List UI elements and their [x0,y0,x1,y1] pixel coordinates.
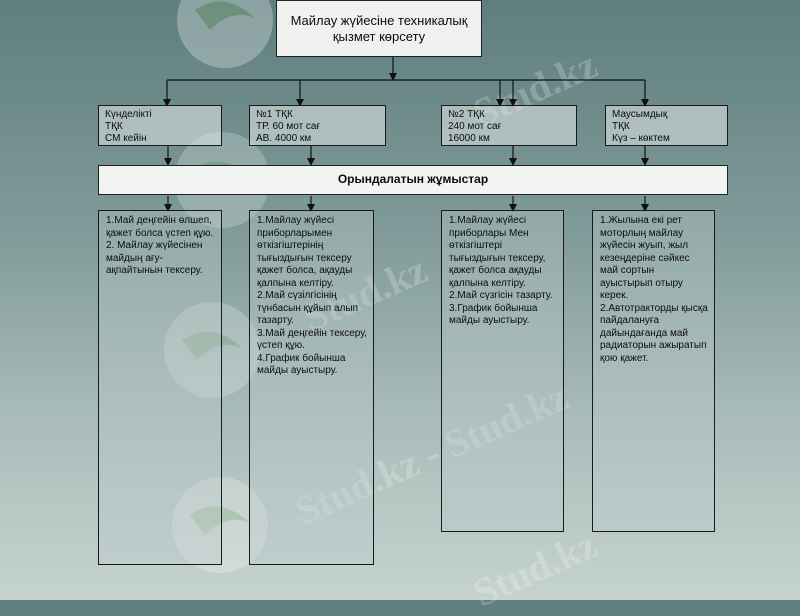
category-line: №2 ТҚК [448,109,485,120]
works-banner: Орындалатын жұмыстар [98,165,728,195]
category-line: АВ. 4000 км [256,133,312,144]
work-item: 1.Жылына екі рет моторлың майлау жүйесін… [600,215,690,301]
work-item: 2. Майлау жүйесінен майдың ағу- [106,240,203,264]
work-item: 3.График бойынша майды ауыстыру. [449,302,538,327]
works-column-daily: 1.Май деңгейін өлшеп, қажет болса үстеп … [98,210,222,565]
category-tkk2-box: №2 ТҚК 240 мот сағ 16000 км [441,105,577,146]
work-item: 2.Май сүзілгісінің түнбасын құйып алып т… [257,290,358,326]
category-line: 240 мот сағ [448,121,502,132]
diagram-title-box: Майлау жүйесіне техникалық қызмет көрсет… [276,0,482,57]
connector-lines [163,57,649,212]
work-item: 2.Май сүзгісін тазарту. [449,290,553,301]
watermark-logo-icon [172,477,268,573]
title-line-2: қызмет көрсету [332,28,426,44]
category-tkk1-box: №1 ТҚК ТР. 60 мот сағ АВ. 4000 км [249,105,386,146]
watermark-logo-icon [177,0,273,68]
category-line: СМ кейін [105,133,147,144]
category-line: ТҚК [612,121,630,132]
category-line: №1 ТҚК [256,109,293,120]
category-line: Күнделікті [105,109,152,120]
work-item: 3.Май деңгейін тексеру, үстеп құю. [257,327,368,352]
work-item: 1.Май деңгейін өлшеп, қажет болса үстеп … [106,215,214,239]
category-line: Маусымдық [612,109,668,120]
work-item: ақпайтынын тексеру. [106,265,203,276]
category-line: ТР. 60 мот сағ [256,121,321,132]
title-line-1: Майлау жүйесіне техникалық [290,12,468,28]
category-daily-box: Күнделікті ТҚК СМ кейін [98,105,222,146]
works-column-tkk1: 1.Майлау жүйесі приборларымен өткізгіште… [249,210,374,565]
category-line: Күз – көктем [612,133,670,144]
category-line: 16000 км [448,133,490,144]
work-item: 2.Автотракторды қысқа пайдалануға дайынд… [600,302,708,364]
work-item: 1.Майлау жүйесі приборлары Мен өткізгішт… [449,215,546,289]
work-item: 4.График бойынша майды ауыстыру. [257,352,346,377]
watermark-logo-icon [164,302,260,398]
category-line: ТҚК [105,121,123,132]
works-column-seasonal: 1.Жылына екі рет моторлың майлау жүйесін… [592,210,715,532]
works-column-tkk2: 1.Майлау жүйесі приборлары Мен өткізгішт… [441,210,564,532]
category-seasonal-box: Маусымдық ТҚК Күз – көктем [605,105,728,146]
work-item: 1.Майлау жүйесі приборларымен өткізгіште… [257,215,353,289]
